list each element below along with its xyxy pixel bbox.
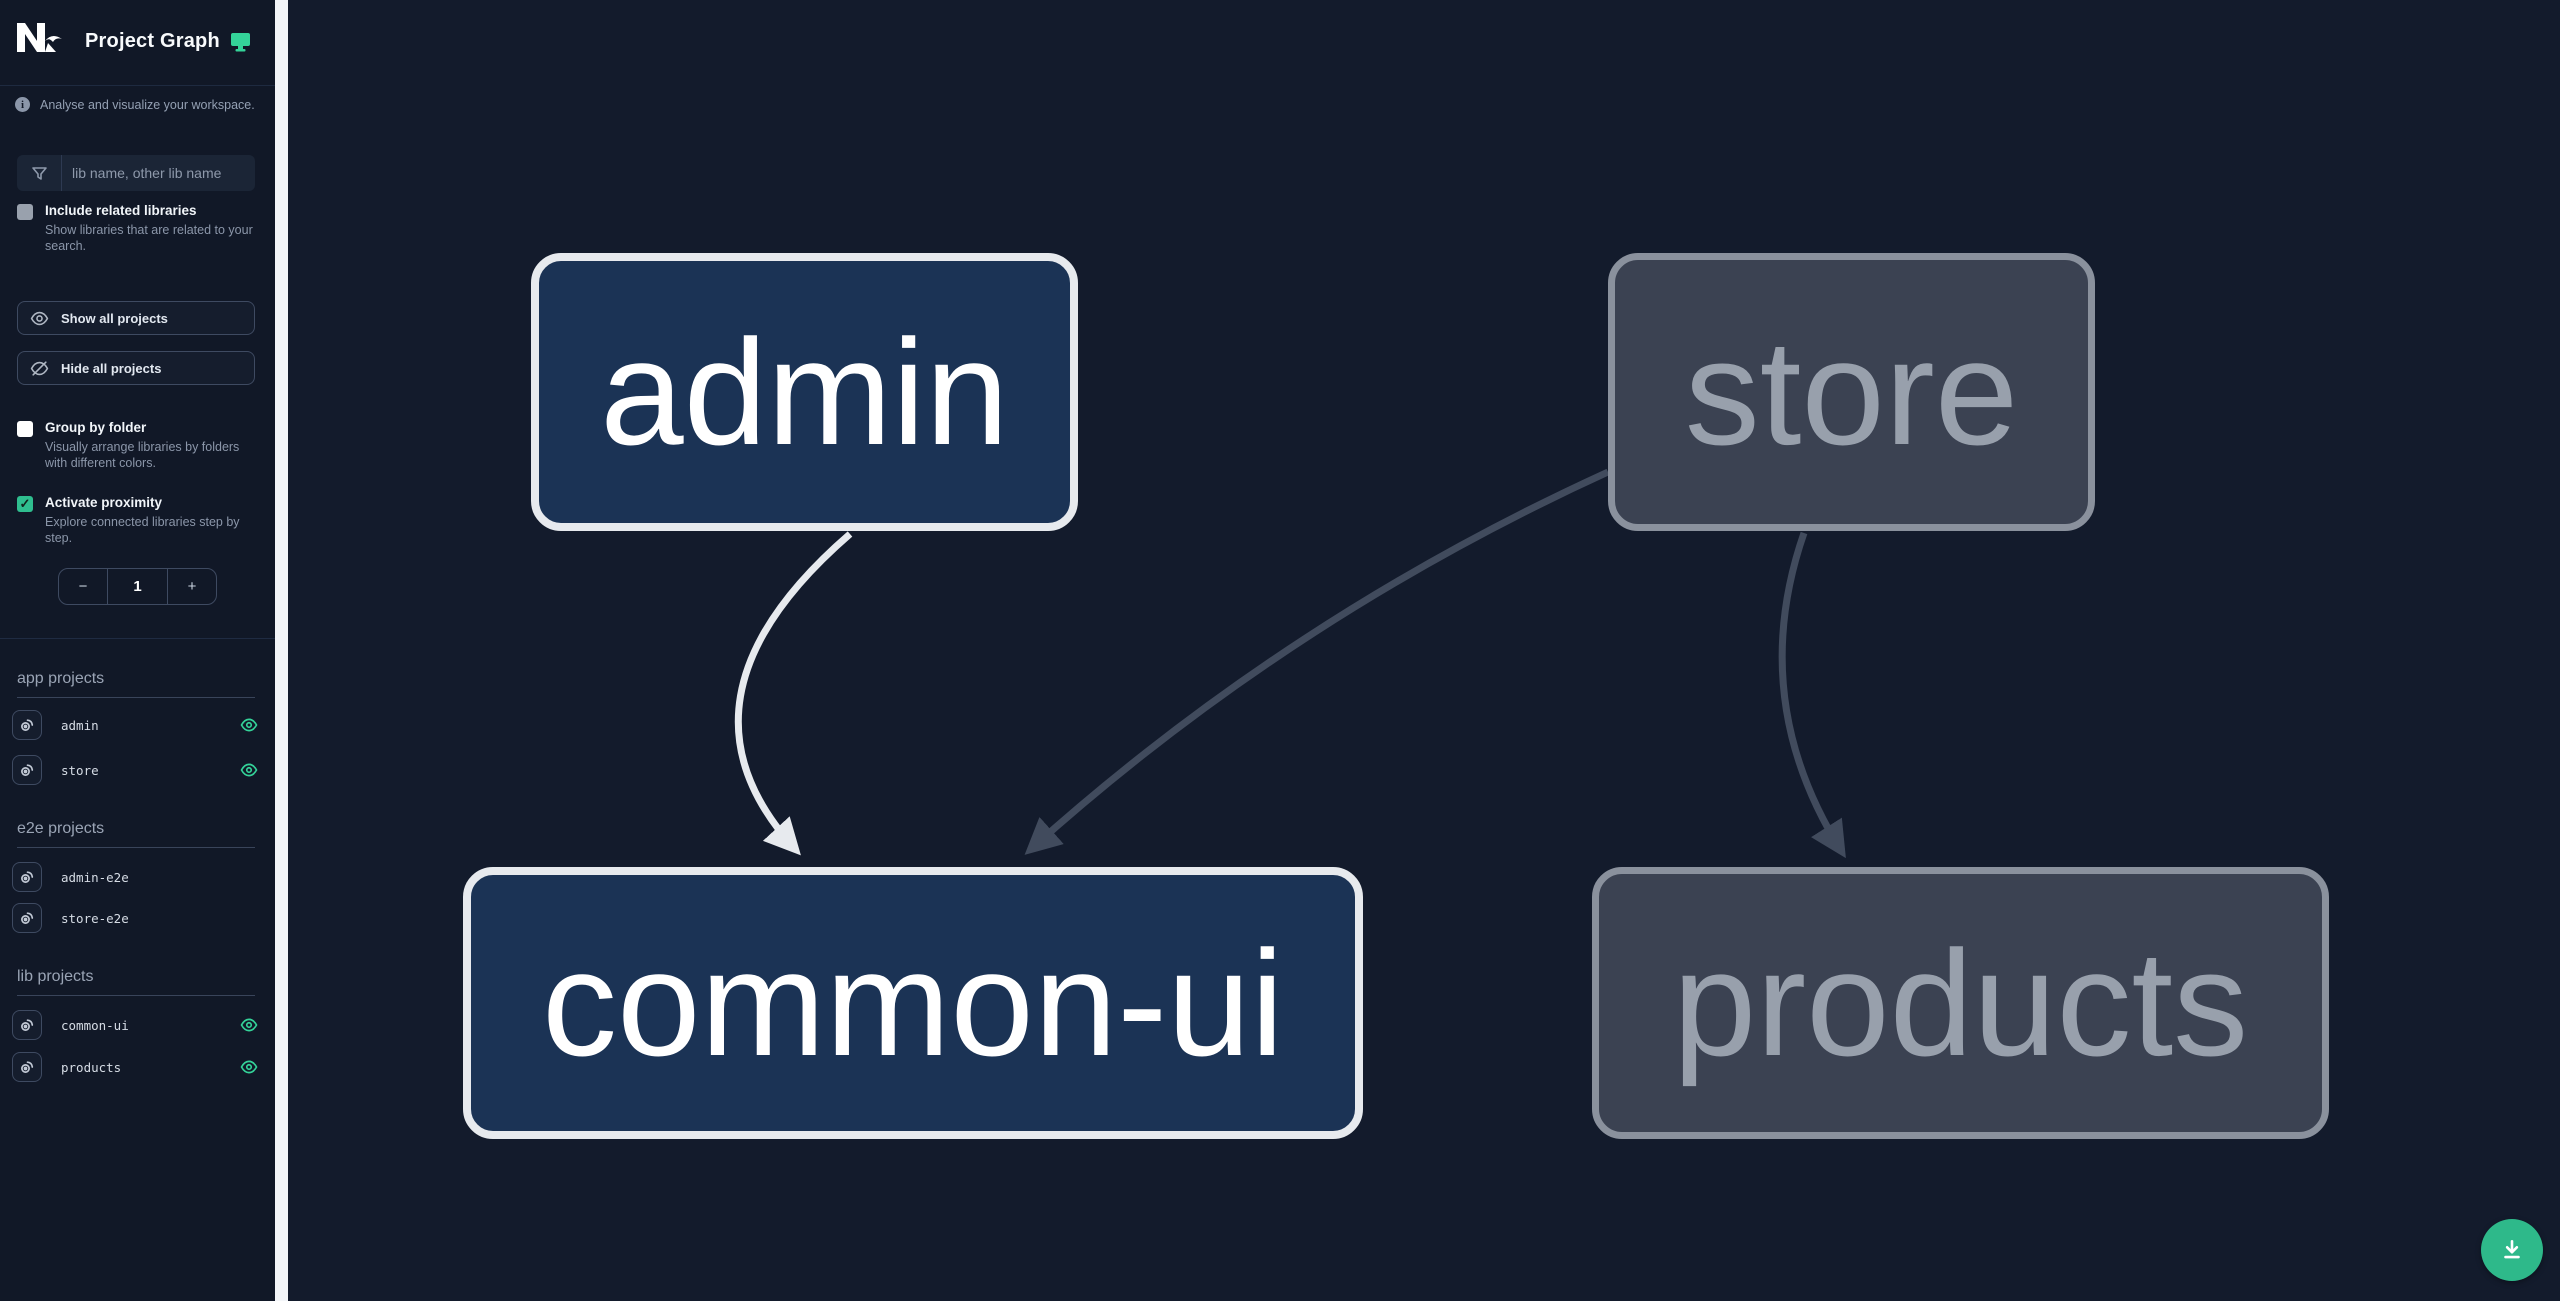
- focus-icon: [21, 912, 34, 924]
- project-name: admin: [61, 718, 99, 733]
- project-row-admin-e2e: admin-e2e: [12, 862, 263, 892]
- focus-icon: [21, 764, 34, 776]
- hide-all-projects-label: Hide all projects: [61, 360, 162, 376]
- eye-off-icon: [30, 360, 49, 376]
- project-row-admin: admin: [12, 710, 263, 740]
- graph-node-store[interactable]: store: [1608, 253, 2095, 531]
- sidebar-resize-handle[interactable]: [275, 0, 288, 1301]
- group-by-folder-label: Group by folder: [45, 420, 147, 435]
- workspace-tagline: i Analyse and visualize your workspace.: [15, 97, 255, 112]
- section-title-app-projects: app projects: [17, 670, 255, 698]
- section-title-e2e-projects: e2e projects: [17, 820, 255, 848]
- project-name: common-ui: [61, 1018, 129, 1033]
- focus-project-button[interactable]: [12, 862, 42, 892]
- project-row-products: products: [12, 1052, 263, 1082]
- graph-canvas[interactable]: admin store common-ui products: [288, 0, 2560, 1301]
- edge-store-to-common-ui: [1024, 468, 1610, 855]
- nx-logo-icon: [14, 16, 64, 63]
- proximity-value: 1: [107, 569, 168, 604]
- filter-funnel-icon: [17, 155, 62, 191]
- focus-project-button[interactable]: [12, 1010, 42, 1040]
- monitor-icon[interactable]: [230, 31, 251, 57]
- projects-divider: [0, 638, 275, 639]
- show-all-projects-button[interactable]: Show all projects: [17, 301, 255, 335]
- eye-icon: [30, 311, 49, 325]
- activate-proximity-label: Activate proximity: [45, 495, 163, 510]
- focus-icon: [21, 1019, 34, 1031]
- project-name: admin-e2e: [61, 870, 129, 885]
- graph-node-products[interactable]: products: [1592, 867, 2329, 1139]
- include-related-checkbox[interactable]: [17, 204, 33, 220]
- download-image-button[interactable]: [2481, 1219, 2543, 1281]
- activate-proximity-description: Explore connected libraries step by step…: [45, 515, 240, 545]
- focus-icon: [21, 871, 34, 883]
- project-visibility-eye-icon[interactable]: [240, 1016, 258, 1034]
- hide-all-projects-button[interactable]: Hide all projects: [17, 351, 255, 385]
- focus-icon: [21, 1061, 34, 1073]
- graph-node-common-ui[interactable]: common-ui: [463, 867, 1363, 1139]
- project-visibility-eye-icon[interactable]: [240, 1058, 258, 1076]
- info-icon: i: [15, 97, 30, 112]
- project-visibility-eye-icon[interactable]: [240, 716, 258, 734]
- page-title: Project Graph: [85, 30, 220, 52]
- proximity-decrement-button[interactable]: −: [78, 578, 88, 595]
- group-by-folder-description: Visually arrange libraries by folders wi…: [45, 440, 240, 470]
- node-label: store: [1684, 307, 2019, 476]
- project-name: store: [61, 763, 99, 778]
- node-label: common-ui: [542, 918, 1284, 1087]
- section-title-lib-projects: lib projects: [17, 968, 255, 996]
- project-visibility-eye-icon[interactable]: [240, 761, 258, 779]
- include-related-toggle[interactable]: Include related libraries Show libraries…: [17, 203, 257, 254]
- tagline-text: Analyse and visualize your workspace.: [40, 97, 255, 112]
- project-name: products: [61, 1060, 122, 1075]
- graph-node-admin[interactable]: admin: [531, 253, 1078, 531]
- proximity-stepper: − 1 +: [58, 568, 217, 605]
- include-related-label: Include related libraries: [45, 203, 197, 218]
- sidebar-header: Project Graph: [0, 0, 275, 86]
- activate-proximity-toggle[interactable]: ✓ Activate proximity Explore connected l…: [17, 495, 257, 546]
- proximity-increment-button[interactable]: +: [187, 578, 197, 595]
- focus-project-button[interactable]: [12, 903, 42, 933]
- focus-project-button[interactable]: [12, 710, 42, 740]
- focus-project-button[interactable]: [12, 755, 42, 785]
- focus-project-button[interactable]: [12, 1052, 42, 1082]
- group-by-folder-checkbox[interactable]: [17, 421, 33, 437]
- include-related-description: Show libraries that are related to your …: [45, 223, 253, 253]
- project-row-store: store: [12, 755, 263, 785]
- search-box: [17, 155, 263, 191]
- edge-admin-to-common-ui: [734, 531, 853, 856]
- project-row-common-ui: common-ui: [12, 1010, 263, 1040]
- activate-proximity-checkbox[interactable]: ✓: [17, 496, 33, 512]
- sidebar: Project Graph i Analyse and visualize yo…: [0, 0, 275, 1301]
- search-input[interactable]: [62, 155, 263, 191]
- node-label: products: [1672, 918, 2249, 1087]
- focus-icon: [21, 719, 34, 731]
- group-by-folder-toggle[interactable]: Group by folder Visually arrange librari…: [17, 420, 257, 471]
- project-row-store-e2e: store-e2e: [12, 903, 263, 933]
- node-label: admin: [600, 307, 1009, 476]
- edge-store-to-products: [1778, 531, 1846, 859]
- graph-edges: [734, 468, 1846, 859]
- download-icon: [2504, 1240, 2520, 1259]
- show-all-projects-label: Show all projects: [61, 310, 168, 326]
- project-name: store-e2e: [61, 911, 129, 926]
